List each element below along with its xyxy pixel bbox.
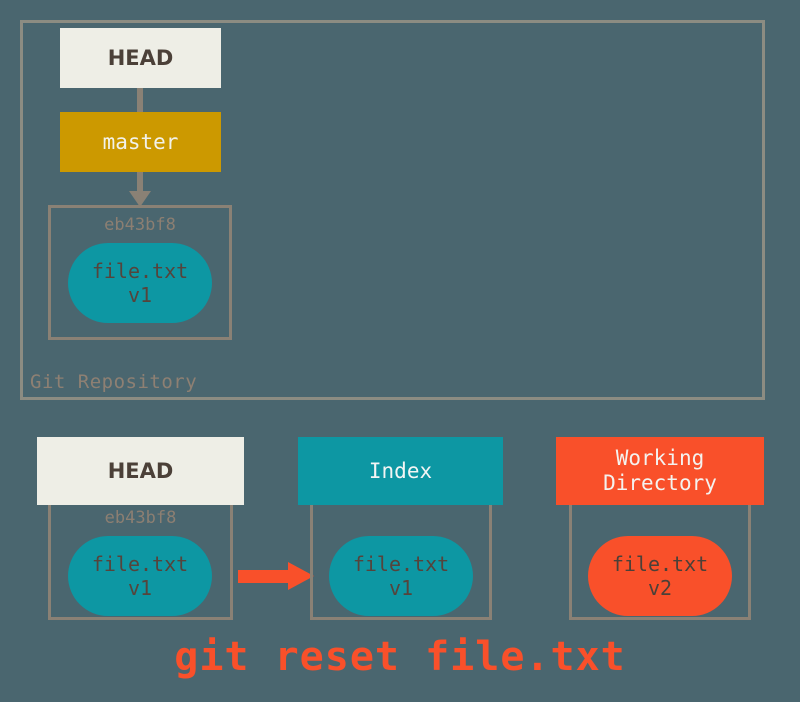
head-area-header[interactable]: HEAD xyxy=(37,437,244,505)
reset-arrow-shaft xyxy=(238,570,288,583)
working-directory-area-header[interactable]: Working Directory xyxy=(556,437,764,505)
index-area-blob-label: file.txt v1 xyxy=(352,552,450,600)
reset-arrow-head xyxy=(288,562,314,590)
working-directory-area-blob[interactable]: file.txt v2 xyxy=(588,536,732,616)
command-caption: git reset file.txt xyxy=(174,634,626,680)
git-repository-label: Git Repository xyxy=(30,371,198,393)
repo-branch-label: master xyxy=(102,129,179,154)
head-area-label: HEAD xyxy=(107,458,174,483)
connector-master-to-commit xyxy=(137,172,143,193)
head-area-sha: eb43bf8 xyxy=(104,508,177,528)
repo-commit-blob-label: file.txt v1 xyxy=(91,259,189,307)
connector-head-to-master xyxy=(137,88,143,112)
head-area-blob-label: file.txt v1 xyxy=(91,552,189,600)
connector-master-arrowhead xyxy=(129,191,151,207)
head-area-blob[interactable]: file.txt v1 xyxy=(68,536,212,616)
index-area-header[interactable]: Index xyxy=(298,437,503,505)
working-directory-area-label: Working Directory xyxy=(603,446,717,495)
repo-commit-frame xyxy=(48,205,232,340)
repo-branch-box[interactable]: master xyxy=(60,112,221,172)
index-area-label: Index xyxy=(368,458,433,483)
repo-commit-blob[interactable]: file.txt v1 xyxy=(68,243,212,323)
working-directory-area-blob-label: file.txt v2 xyxy=(611,552,709,600)
repo-head-label: HEAD xyxy=(107,45,174,70)
repo-commit-sha: eb43bf8 xyxy=(104,215,176,235)
git-repository-frame xyxy=(20,20,765,400)
repo-head-box[interactable]: HEAD xyxy=(60,28,221,88)
index-area-blob[interactable]: file.txt v1 xyxy=(329,536,473,616)
